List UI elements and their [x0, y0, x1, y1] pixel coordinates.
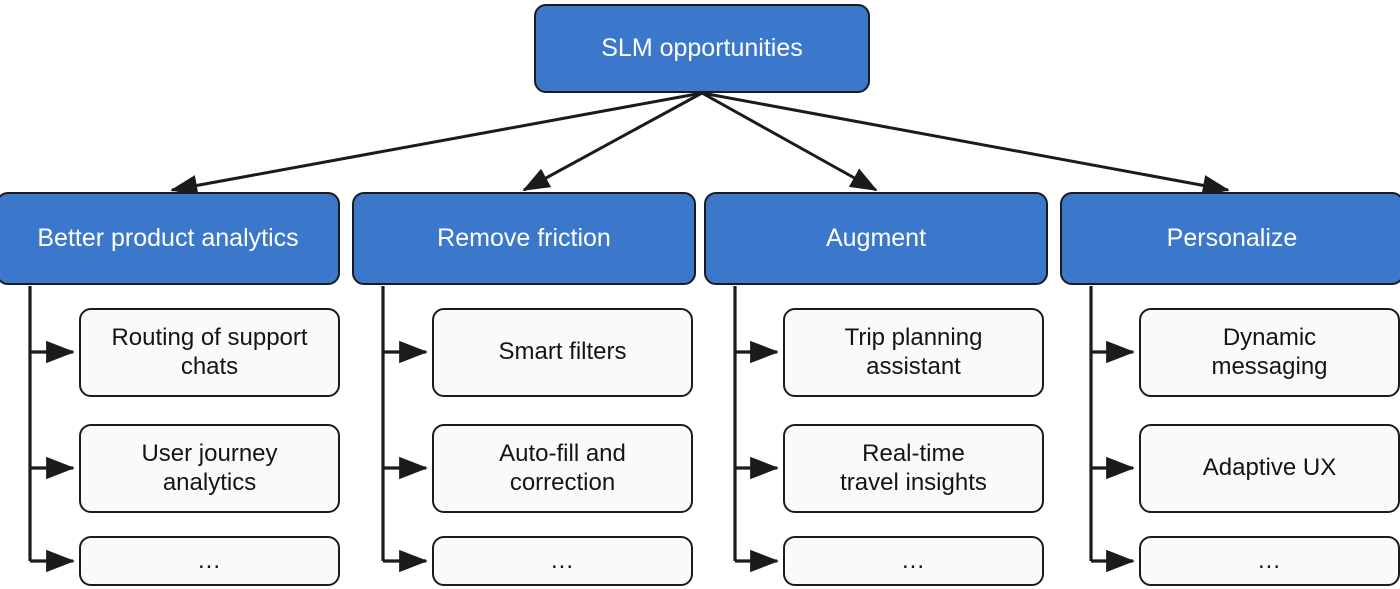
leaf-node-label: ... [901, 546, 925, 574]
edge-root-to-cat-1 [170, 91, 703, 196]
leaf-node-more-column-3[interactable]: ... [783, 536, 1044, 586]
category-node-label: Augment [825, 223, 927, 252]
leaf-node-label: Trip planning assistant [844, 324, 983, 380]
leaf-node-label: Real-time travel insights [840, 440, 987, 496]
category-node-label: Personalize [1166, 223, 1298, 252]
column-4-connectors [1089, 286, 1135, 573]
leaf-node-label: ... [550, 546, 574, 574]
leaf-node-label: Auto-fill and correction [499, 440, 626, 496]
leaf-node-real-time-travel-insights[interactable]: Real-time travel insights [783, 424, 1044, 513]
category-node-label: Better product analytics [37, 223, 299, 252]
edge-root-to-cat-3 [701, 91, 878, 192]
leaf-node-routing-of-support-chats[interactable]: Routing of support chats [79, 308, 340, 397]
leaf-node-label: ... [197, 546, 221, 574]
category-node-better-product-analytics[interactable]: Better product analytics [0, 192, 340, 285]
column-1-connectors [28, 286, 75, 573]
leaf-node-auto-fill-and-correction[interactable]: Auto-fill and correction [432, 424, 693, 513]
category-node-augment[interactable]: Augment [704, 192, 1048, 285]
leaf-node-smart-filters[interactable]: Smart filters [432, 308, 693, 397]
edge-root-to-cat-4 [701, 91, 1230, 196]
leaf-node-more-column-4[interactable]: ... [1139, 536, 1400, 586]
leaf-node-more-column-2[interactable]: ... [432, 536, 693, 586]
edge-root-to-cat-2 [522, 91, 703, 192]
leaf-node-label: Dynamic messaging [1211, 324, 1328, 380]
root-node-label: SLM opportunities [601, 33, 803, 62]
leaf-node-label: ... [1257, 546, 1281, 574]
column-3-connectors [733, 286, 779, 573]
leaf-node-adaptive-ux[interactable]: Adaptive UX [1139, 424, 1400, 513]
leaf-node-more-column-1[interactable]: ... [79, 536, 340, 586]
root-node-slm-opportunities[interactable]: SLM opportunities [534, 4, 870, 93]
column-2-connectors [381, 286, 428, 573]
leaf-node-user-journey-analytics[interactable]: User journey analytics [79, 424, 340, 513]
leaf-node-dynamic-messaging[interactable]: Dynamic messaging [1139, 308, 1400, 397]
leaf-node-trip-planning-assistant[interactable]: Trip planning assistant [783, 308, 1044, 397]
leaf-node-label: Adaptive UX [1202, 454, 1337, 482]
category-node-personalize[interactable]: Personalize [1060, 192, 1400, 285]
leaf-node-label: Smart filters [498, 338, 627, 366]
category-node-remove-friction[interactable]: Remove friction [352, 192, 696, 285]
root-fanout-arrows [170, 91, 1230, 196]
leaf-node-label: User journey analytics [141, 440, 278, 496]
leaf-node-label: Routing of support chats [111, 324, 308, 380]
category-node-label: Remove friction [437, 223, 611, 252]
